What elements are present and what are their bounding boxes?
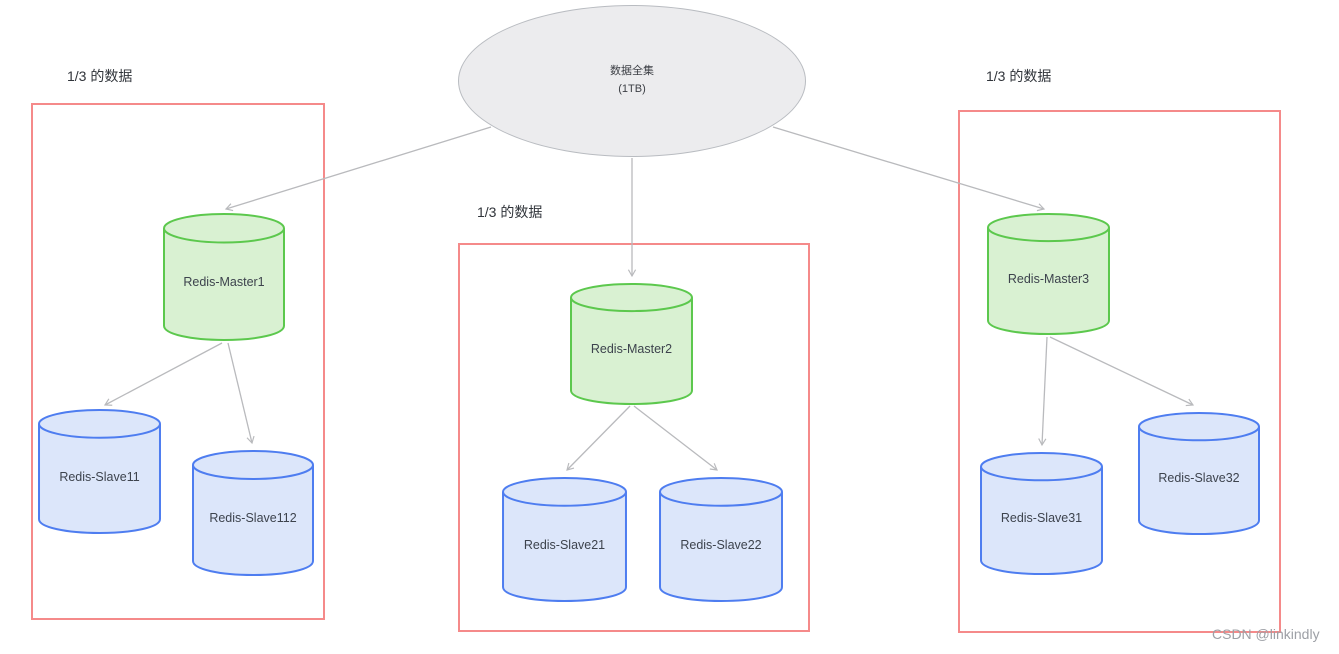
cylinder-shape — [987, 213, 1110, 335]
node-label: Redis-Master1 — [183, 275, 265, 290]
cylinder-shape — [38, 409, 161, 534]
node-label: Redis-Slave11 — [59, 469, 140, 484]
node-redis-slave31: Redis-Slave31 — [980, 452, 1103, 575]
group-label-3: 1/3 的数据 — [986, 68, 1052, 84]
group-box-1 — [31, 103, 325, 620]
node-dataset: 数据全集 (1TB) — [458, 5, 806, 157]
node-label: Redis-Slave22 — [680, 537, 762, 552]
cylinder-shape — [192, 450, 314, 576]
dataset-size: (1TB) — [618, 83, 646, 95]
node-label: Redis-Slave21 — [523, 537, 606, 552]
node-redis-slave112: Redis-Slave112 — [192, 450, 314, 576]
node-redis-slave21: Redis-Slave21 — [502, 477, 627, 602]
cylinder-shape — [570, 283, 693, 405]
node-label: Redis-Master2 — [590, 341, 673, 356]
node-redis-slave11: Redis-Slave11 — [38, 409, 161, 534]
node-label: Redis-Slave31 — [1000, 511, 1083, 526]
group-box-3 — [958, 110, 1281, 633]
cylinder-shape — [163, 213, 285, 341]
cylinder-shape — [502, 477, 627, 602]
group-label-1: 1/3 的数据 — [67, 68, 133, 84]
node-redis-master1: Redis-Master1 — [163, 213, 285, 341]
node-redis-master2: Redis-Master2 — [570, 283, 693, 405]
group-label-2: 1/3 的数据 — [477, 204, 543, 220]
cylinder-shape — [659, 477, 783, 602]
dataset-label: 数据全集 — [610, 65, 654, 78]
node-label: Redis-Master3 — [1007, 271, 1090, 286]
node-redis-master3: Redis-Master3 — [987, 213, 1110, 335]
group-box-2 — [458, 243, 810, 632]
node-label: Redis-Slave32 — [1158, 471, 1240, 486]
cylinder-shape — [1138, 412, 1260, 535]
watermark: CSDN @linkindly — [1212, 626, 1320, 642]
node-redis-slave32: Redis-Slave32 — [1138, 412, 1260, 535]
cylinder-shape — [980, 452, 1103, 575]
node-redis-slave22: Redis-Slave22 — [659, 477, 783, 602]
node-label: Redis-Slave112 — [209, 511, 297, 526]
